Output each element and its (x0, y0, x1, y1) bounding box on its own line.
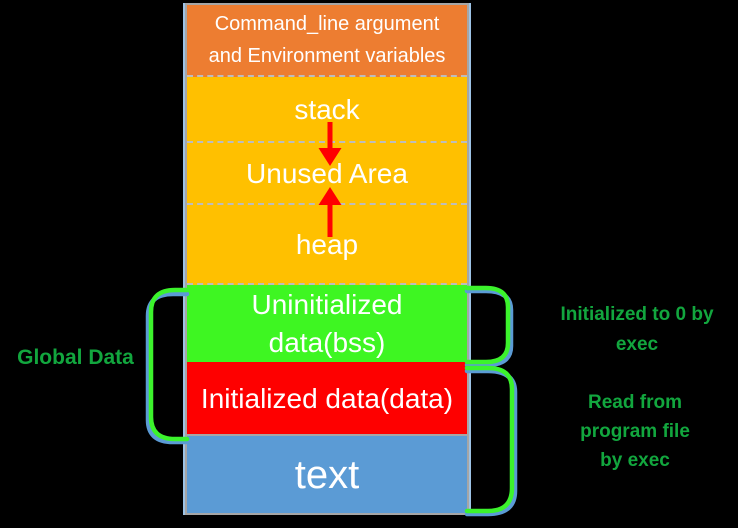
bss-exec-note: Initialized to 0 by exec (560, 304, 714, 355)
left-bracket (145, 287, 190, 445)
right-bracket-data-text (464, 365, 518, 517)
segment-text: text (187, 436, 467, 513)
segment-stack: stack (187, 77, 467, 143)
segment-heap: heap (187, 205, 467, 285)
segment-bss: Uninitialized data(bss) (187, 285, 467, 362)
segment-command-line-env: Command_line argument and Environment va… (187, 5, 467, 77)
right-bracket-bss (464, 285, 514, 368)
segment-unused-area: Unused Area (187, 143, 467, 205)
memory-segments-column: Command_line argument and Environment va… (185, 3, 469, 515)
segment-initialized-data: Initialized data(data) (187, 362, 467, 436)
program-file-note: Read from program file by exec (580, 392, 690, 471)
global-data-label: Global Data (17, 346, 134, 369)
